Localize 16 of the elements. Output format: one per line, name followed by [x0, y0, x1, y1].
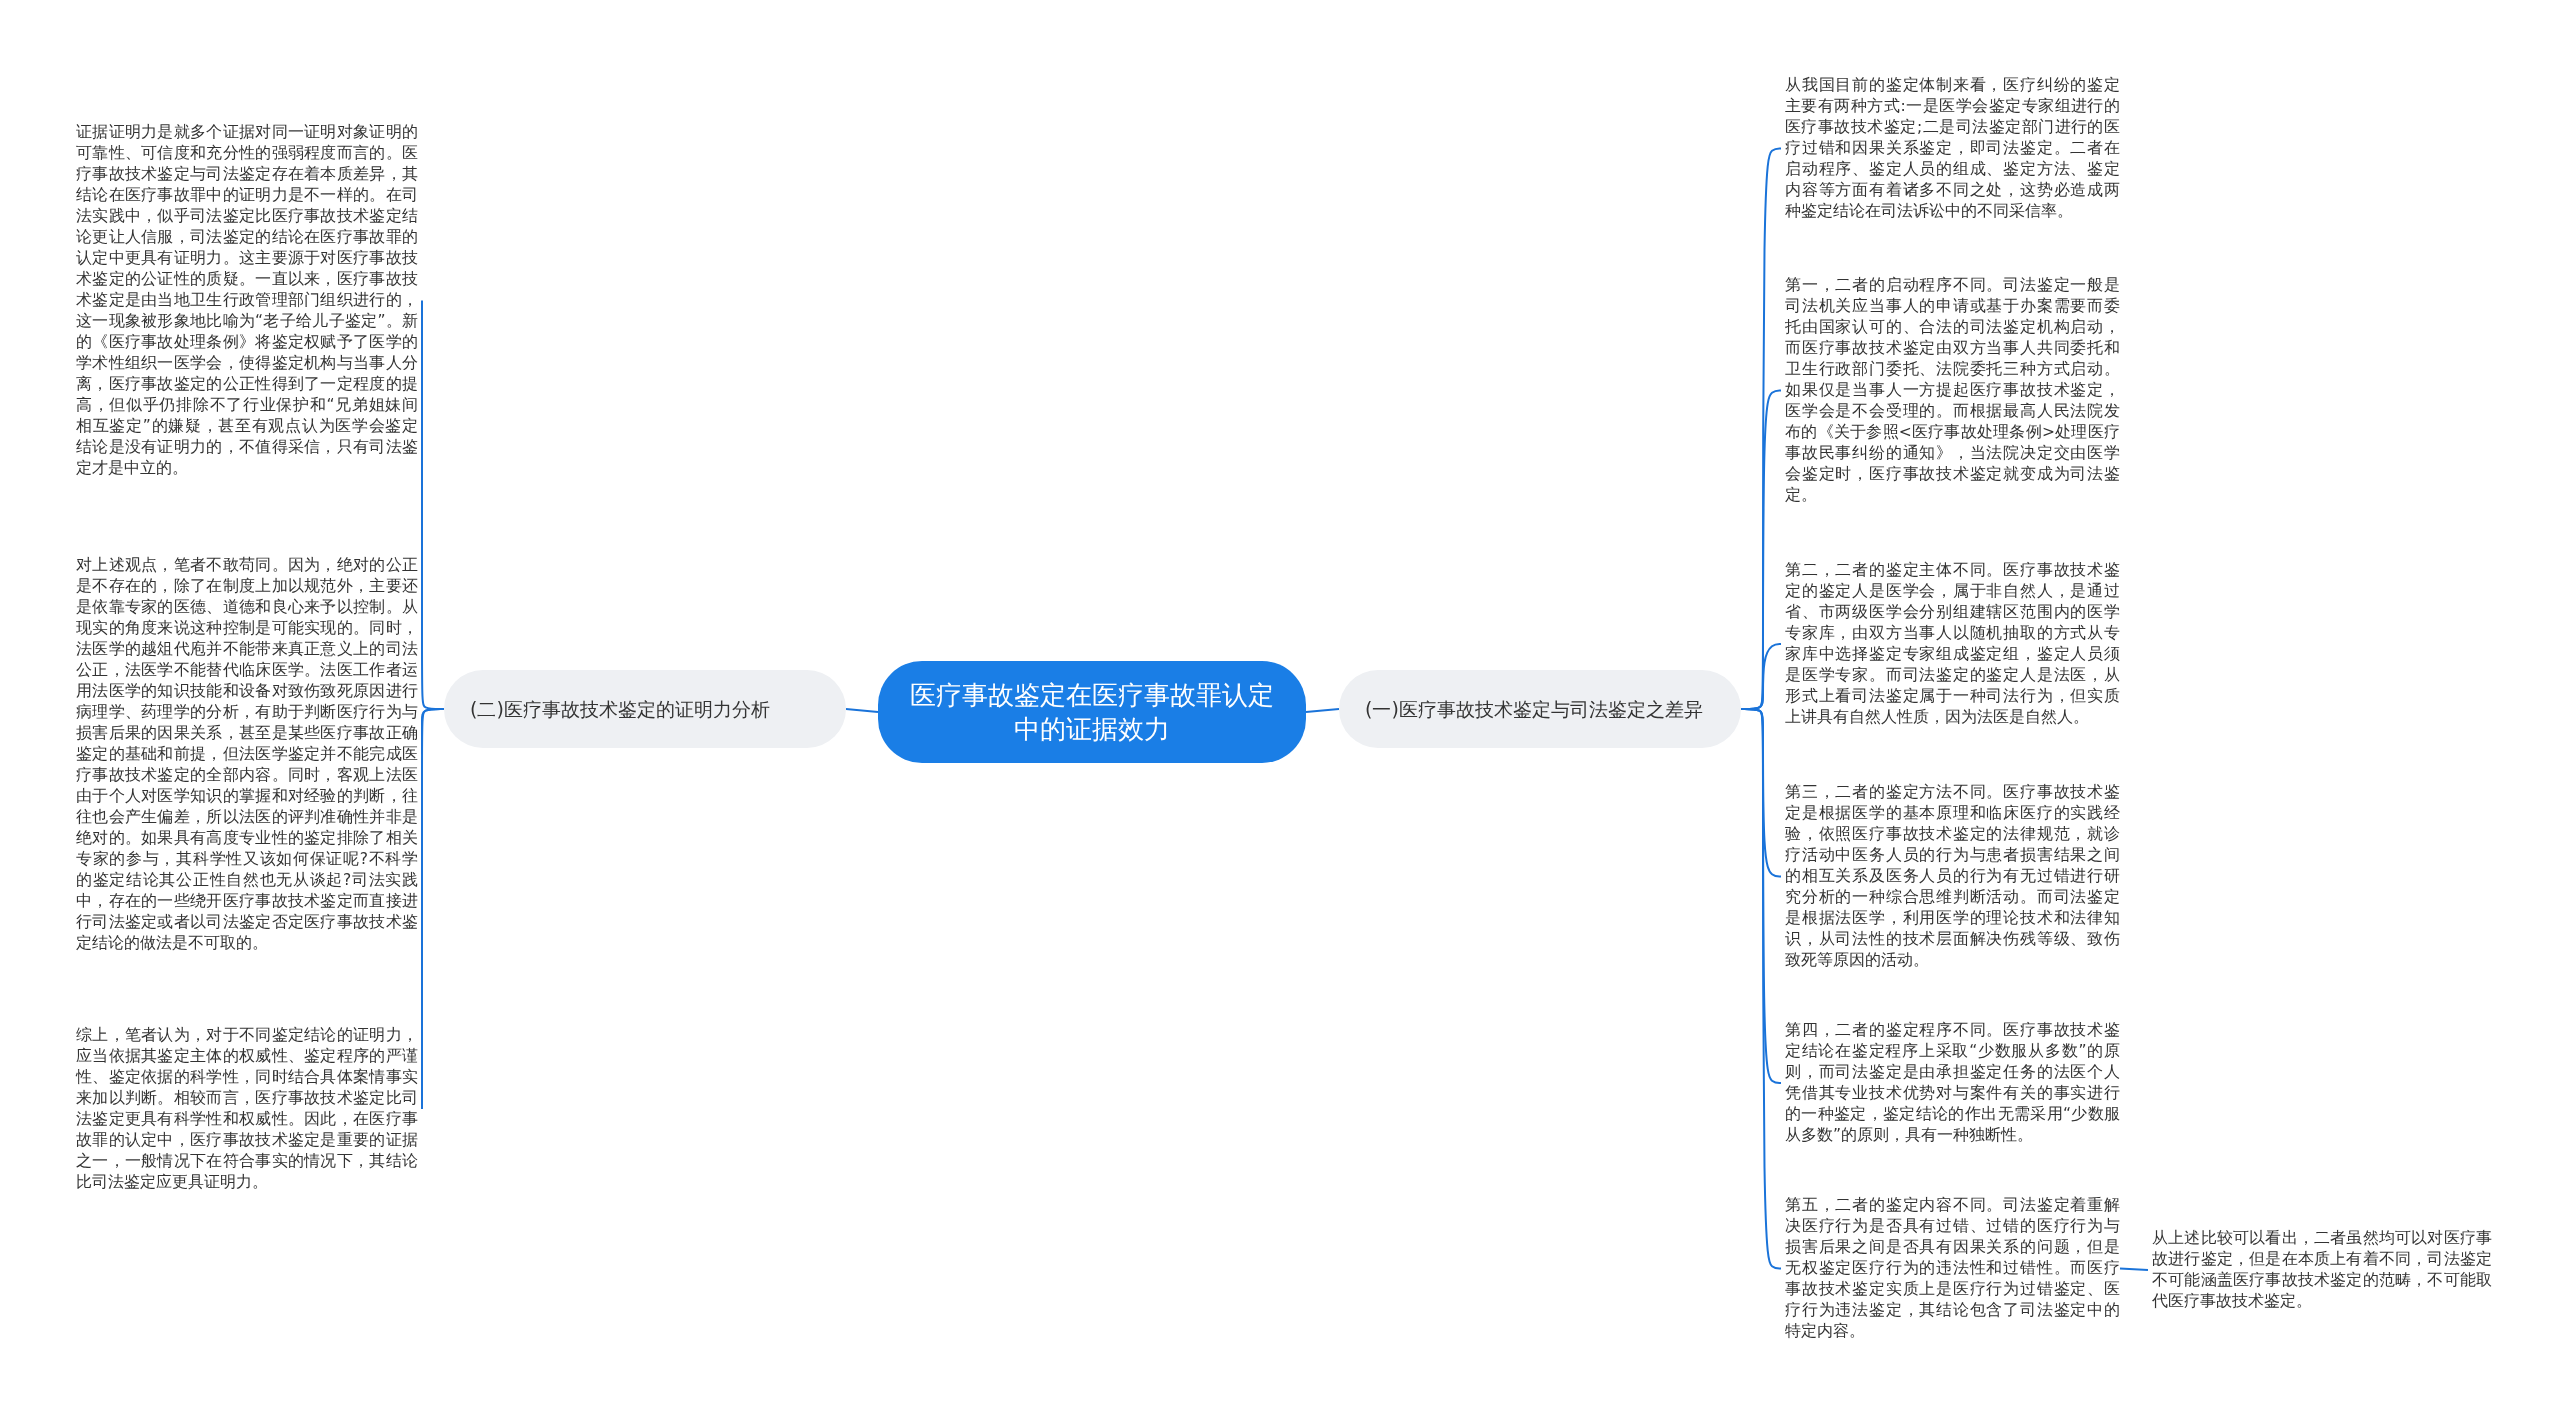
note-text: 第四，二者的鉴定程序不同。医疗事故技术鉴定结论在鉴定程序上采取“少数服从多数”的原则，而司法鉴定是由承担鉴定任务的法医个人凭借其专业技术优势对与案件有关的事实进行的一种鉴定，鉴定结论的作出无需采用“少数服从多数”的原则，具有一种独断性。	[1785, 1020, 2120, 1146]
note-text: 第五，二者的鉴定内容不同。司法鉴定着重解决医疗行为是否具有过错、过错的医疗行为与损害后果之间是否具有因果关系的问题，但是无权鉴定医疗行为的违法性和过错性。而医疗事故技术鉴定实质上是医疗行为过错鉴定、医疗行为违法鉴定，其结论包含了司法鉴定中的特定内容。	[1785, 1195, 2120, 1342]
note-text: 第二，二者的鉴定主体不同。医疗事故技术鉴定的鉴定人是医学会，属于非自然人，是通过省、市两级医学会分别组建辖区范围内的医学专家库，由双方当事人以随机抽取的方式从专家库中选择鉴定专家组成鉴定组，鉴定人员须是医学专家。而司法鉴定的鉴定人是法医，从形式上看司法鉴定属于一种司法行为，但实质上讲具有自然人性质，因为法医是自然人。	[1785, 560, 2120, 728]
connector-line	[2119, 1267, 2149, 1271]
note-text: 第一，二者的启动程序不同。司法鉴定一般是司法机关应当事人的申请或基于办案需要而委托由国家认可的、合法的司法鉴定机构启动，而医疗事故技术鉴定由双方当事人共同委托和卫生行政部门委托、法院委托三种方式启动。如果仅是当事人一方提起医疗事故技术鉴定，医学会是不会受理的。而根据最高人民法院发布的《关于参照<医疗事故处理条例>处理医疗事故民事纠纷的通知》，当法院决定交由医学会鉴定时，医疗事故技术鉴定就变成为司法鉴定。	[1785, 275, 2120, 506]
note-text: 对上述观点，笔者不敢苟同。因为，绝对的公正是不存在的，除了在制度上加以规范外，主要还是依靠专家的医德、道德和良心来予以控制。从现实的角度来说这种控制是可能实现的。同时，法医学的越俎代庖并不能带来真正意义上的司法公正，法医学不能替代临床医学。法医工作者运用法医学的知识技能和设备对致伤致死原因进行病理学、药理学的分析，有助于判断医疗行为与损害后果的因果关系，甚至是某些医疗事故正确鉴定的基础和前提，但法医学鉴定并不能完成医疗事故技术鉴定的全部内容。同时，客观上法医由于个人对医学知识的掌握和对经验的判断，往往也会产生偏差，所以法医的评判准确性并非是绝对的。如果具有高度专业性的鉴定排除了相关专家的参与，其科学性又该如何保证呢?不科学的鉴定结论其公正性自然也无从谈起?司法实践中，存在的一些绕开医疗事故技术鉴定而直接进行司法鉴定或者以司法鉴定否定医疗事故技术鉴定结论的做法是不可取的。	[76, 555, 418, 954]
note-text: 从上述比较可以看出，二者虽然均可以对医疗事故进行鉴定，但是在本质上有着不同，司法鉴定不可能涵盖医疗事故技术鉴定的范畴，不可能取代医疗事故技术鉴定。	[2152, 1228, 2492, 1312]
note-text: 证据证明力是就多个证据对同一证明对象证明的可靠性、可信度和充分性的强弱程度而言的。医疗事故技术鉴定与司法鉴定存在着本质差异，其结论在医疗事故罪中的证明力是不一样的。在司法实践中，似乎司法鉴定比医疗事故技术鉴定结论更让人信服，司法鉴定的结论在医疗事故罪的认定中更具有证明力。这主要源于对医疗事故技术鉴定的公证性的质疑。一直以来，医疗事故技术鉴定是由当地卫生行政管理部门组织进行的，这一现象被形象地比喻为“老子给儿子鉴定”。新的《医疗事故处理条例》将鉴定权赋予了医学的学术性组织一医学会，使得鉴定机构与当事人分离，医疗事故鉴定的公正性得到了一定程度的提高，但似乎仍排除不了行业保护和“兄弟姐妹间相互鉴定”的嫌疑，甚至有观点认为医学会鉴定结论是没有证明力的，不值得采信，只有司法鉴定才是中立的。	[76, 122, 418, 479]
connector-line	[1305, 708, 1340, 713]
note-text: 从我国目前的鉴定体制来看，医疗纠纷的鉴定主要有两种方式:一是医学会鉴定专家组进行的医疗事故技术鉴定;二是司法鉴定部门进行的医疗过错和因果关系鉴定，即司法鉴定。二者在启动程序、鉴定人员的组成、鉴定方法、鉴定内容等方面有着诸多不同之处，这势必造成两种鉴定结论在司法诉讼中的不同采信率。	[1785, 75, 2120, 222]
topic-box: (二)医疗事故技术鉴定的证明力分析	[444, 670, 846, 748]
connector-line	[845, 708, 879, 713]
central-topic: 医疗事故鉴定在医疗事故罪认定中的证据效力	[878, 661, 1306, 763]
note-text: 综上，笔者认为，对于不同鉴定结论的证明力，应当依据其鉴定主体的权威性、鉴定程序的严谨性、鉴定依据的科学性，同时结合具体案情事实来加以判断。相较而言，医疗事故技术鉴定比司法鉴定更具有科学性和权威性。因此，在医疗事故罪的认定中，医疗事故技术鉴定是重要的证据之一，一般情况下在符合事实的情况下，其结论比司法鉴定应更具证明力。	[76, 1025, 418, 1193]
note-text: 第三，二者的鉴定方法不同。医疗事故技术鉴定是根据医学的基本原理和临床医疗的实践经验，依照医疗事故技术鉴定的法律规范，就诊疗活动中医务人员的行为与患者损害结果之间的相互关系及医务人员的行为有无过错进行研究分析的一种综合思维判断活动。而司法鉴定是根据法医学，利用医学的理论技术和法律知识，从司法性的技术层面解决伤残等级、致伤致死等原因的活动。	[1785, 782, 2120, 971]
topic-box: (一)医疗事故技术鉴定与司法鉴定之差异	[1339, 670, 1741, 748]
